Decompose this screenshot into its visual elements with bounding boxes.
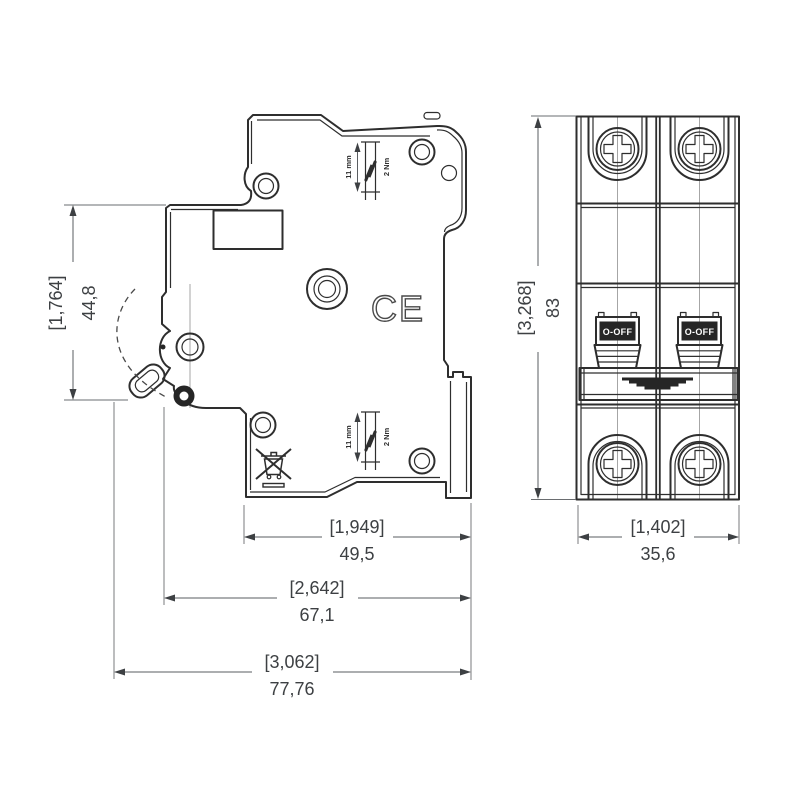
ce-mark-icon: CE (371, 288, 425, 329)
dim-mm-label: 67,1 (299, 605, 334, 625)
toggle-handle[interactable] (675, 344, 724, 369)
clip-spring-pin-hole (179, 391, 189, 401)
dim-mm-label: 35,6 (640, 544, 675, 564)
torque-label: 2 Nm (382, 428, 391, 447)
switch-indicator-window: O-OFF (595, 311, 640, 346)
side-view-inner-contour (250, 476, 440, 493)
terminal-clamp-bottom (669, 434, 730, 499)
pole-divider (655, 116, 661, 499)
terminal-clamp-top (669, 116, 730, 181)
dimension-front-height: [3,268] 83 (515, 115, 576, 500)
toggle-bar-grip (622, 377, 693, 390)
dim-mm-label: 49,5 (339, 544, 374, 564)
terminal-screw-top[interactable] (595, 127, 640, 171)
weee-bin-icon (255, 448, 292, 488)
front-view-outline (575, 115, 740, 501)
dim-inch-label: [3,062] (264, 652, 319, 672)
switch-indicator-window: O-OFF (677, 311, 722, 346)
rivet-bottom-left (249, 411, 277, 439)
edge-hole (440, 164, 458, 182)
clip-pivot-boss (175, 332, 205, 362)
terminal-screw-top[interactable] (677, 127, 722, 171)
dim-mm-label: 77,76 (269, 679, 314, 699)
side-view-outline (158, 114, 472, 499)
switch-state-label: O-OFF (685, 327, 715, 337)
strip-length-label: 11 mm (344, 155, 353, 179)
clip-swing-arc (116, 288, 167, 398)
dim-inch-label: [1,402] (630, 517, 685, 537)
rivet-bottom-right (408, 447, 436, 475)
dimension-front-width: [1,402] 35,6 (577, 505, 740, 564)
rivet-center (306, 268, 348, 310)
toggle-bar[interactable] (578, 367, 739, 401)
pivot-dot (160, 344, 166, 350)
dimension-side-height: [1,764] 44,8 (46, 204, 166, 401)
pole-2: O-OFF (669, 116, 730, 499)
dim-inch-label: [1,949] (329, 517, 384, 537)
side-view-inner-contour (257, 119, 430, 137)
terminal-clamp-top (587, 116, 648, 181)
front-view: O-OFF (575, 115, 740, 501)
rivet-top-left (252, 172, 280, 200)
housing-notch (212, 209, 284, 250)
dimension-depth-total: [3,062] 77,76 (113, 402, 471, 699)
switch-state-label: O-OFF (603, 327, 633, 337)
top-rib (423, 111, 441, 120)
dim-inch-label: [3,268] (515, 280, 535, 335)
terminal-screw-bottom[interactable] (677, 442, 722, 486)
toggle-handle[interactable] (593, 344, 642, 369)
pole-1: O-OFF (587, 116, 648, 499)
strip-length-label: 11 mm (344, 425, 353, 449)
dim-mm-label: 83 (543, 298, 563, 318)
dim-inch-label: [1,764] (46, 275, 66, 330)
terminal-torque-annotation-top: 11 mm 2 Nm (344, 141, 391, 200)
terminal-torque-annotation-bottom: 11 mm 2 Nm (344, 411, 391, 470)
rivet-top-right (408, 138, 436, 166)
terminal-clamp-bottom (587, 434, 648, 499)
dim-inch-label: [2,642] (289, 578, 344, 598)
dimension-depth-mid: [2,642] 67,1 (163, 407, 471, 625)
side-view: 11 mm 2 Nm 11 mm 2 Nm CE (116, 111, 472, 499)
terminal-screw-bottom[interactable] (595, 442, 640, 486)
dim-mm-label: 44,8 (79, 285, 99, 320)
dimension-depth-lower: [1,949] 49,5 (243, 503, 472, 680)
terminal-shield-inner (436, 129, 463, 233)
torque-label: 2 Nm (382, 158, 391, 177)
front-view-inner-contour (580, 116, 736, 496)
